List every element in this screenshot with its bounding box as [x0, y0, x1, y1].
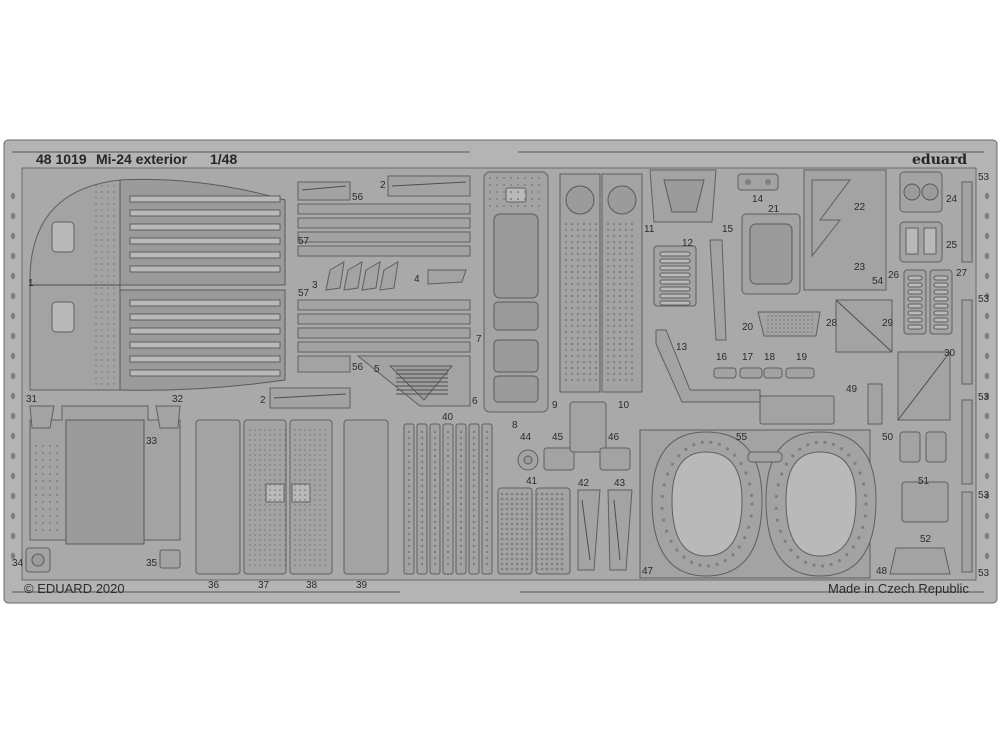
part-7-long-panel	[483, 171, 549, 413]
label-p29: 29	[882, 318, 894, 329]
label-p11: 11	[644, 224, 655, 235]
part-21	[741, 213, 801, 295]
sheet-name: Mi-24 exterior	[96, 151, 188, 167]
label-p39: 39	[356, 580, 368, 591]
label-p30: 30	[944, 348, 956, 359]
parts-36-39	[195, 419, 389, 575]
part-1-tail-panel	[29, 178, 286, 391]
label-p50: 50	[882, 432, 894, 443]
label-p54: 54	[872, 276, 884, 287]
label-p47: 47	[642, 566, 654, 577]
label-p5: 5	[374, 364, 380, 375]
label-p38: 38	[306, 580, 318, 591]
parts-24-27	[899, 171, 953, 335]
label-p12: 12	[682, 238, 694, 249]
label-p56a: 56	[352, 192, 364, 203]
label-p48: 48	[876, 566, 888, 577]
label-p2b: 2	[260, 395, 266, 406]
label-p16: 16	[716, 352, 728, 363]
label-p32: 32	[172, 394, 184, 405]
parts-strips-56-57	[269, 175, 471, 409]
label-p43: 43	[614, 478, 626, 489]
sheet-scale: 1/48	[210, 151, 237, 167]
label-p34: 34	[12, 558, 24, 569]
label-p26: 26	[888, 270, 900, 281]
label-p53d: 53	[978, 490, 990, 501]
parts-22-23	[803, 169, 887, 291]
label-p40: 40	[442, 412, 454, 423]
label-p36: 36	[208, 580, 220, 591]
label-p25: 25	[946, 240, 958, 251]
label-p41: 41	[526, 476, 538, 487]
label-p8: 8	[512, 420, 518, 431]
copyright: © EDUARD 2020	[24, 581, 125, 596]
label-p7: 7	[476, 334, 482, 345]
origin: Made in Czech Republic	[828, 581, 969, 596]
label-p18: 18	[764, 352, 776, 363]
label-p19: 19	[796, 352, 808, 363]
label-p23: 23	[854, 262, 866, 273]
label-p46: 46	[608, 432, 620, 443]
part-5-6-grille	[356, 355, 471, 407]
label-p57a: 57	[298, 236, 310, 247]
parts-48-55	[759, 181, 973, 575]
label-p28: 28	[826, 318, 838, 329]
label-p49: 49	[846, 384, 858, 395]
parts-16-19	[713, 367, 815, 379]
label-p55: 55	[736, 432, 748, 443]
label-p2a: 2	[380, 180, 386, 191]
label-p21: 21	[768, 204, 780, 215]
part-11	[649, 169, 717, 223]
label-p20: 20	[742, 322, 754, 333]
label-p52: 52	[920, 534, 932, 545]
part-20	[757, 311, 821, 337]
parts-42-43	[577, 489, 633, 571]
part-47-rings	[639, 429, 877, 579]
label-p42: 42	[578, 478, 590, 489]
label-p37: 37	[258, 580, 270, 591]
label-p53a: 53	[978, 172, 990, 183]
label-p9: 9	[552, 400, 558, 411]
part-41	[497, 487, 571, 575]
label-p57b: 57	[298, 288, 310, 299]
frame-drip-holes-left	[10, 192, 16, 560]
label-p17: 17	[742, 352, 754, 363]
label-p6: 6	[472, 396, 478, 407]
label-p3: 3	[312, 280, 318, 291]
part-15	[709, 239, 727, 341]
label-p53e: 53	[978, 568, 990, 579]
frame-drip-holes-right	[984, 192, 990, 560]
label-p31: 31	[26, 394, 38, 405]
label-p53b: 53	[978, 294, 990, 305]
label-p24: 24	[946, 194, 958, 205]
label-p1: 1	[28, 278, 34, 289]
label-p22: 22	[854, 202, 866, 213]
parts-31-35-panel	[25, 405, 181, 573]
part-labels: 1 2 2 3 4 5 6 7 8 9 10 11 12 13 14 15 16…	[12, 172, 990, 591]
part-13	[655, 329, 761, 403]
label-p14: 14	[752, 194, 764, 205]
label-p51: 51	[918, 476, 930, 487]
label-p33: 33	[146, 436, 158, 447]
parts-44-46	[517, 401, 631, 471]
label-p13: 13	[676, 342, 688, 353]
part-12	[653, 245, 697, 307]
label-p15: 15	[722, 224, 734, 235]
sheet-code: 48 1019	[36, 151, 87, 167]
parts-28-30	[835, 299, 951, 421]
label-p56b: 56	[352, 362, 364, 373]
label-p53c: 53	[978, 392, 990, 403]
label-p10: 10	[618, 400, 630, 411]
brand-logo: eduard	[912, 152, 967, 168]
label-p35: 35	[146, 558, 158, 569]
label-p45: 45	[552, 432, 564, 443]
label-p44: 44	[520, 432, 532, 443]
part-14	[737, 173, 779, 191]
parts-40	[403, 423, 493, 575]
label-p27: 27	[956, 268, 968, 279]
label-p4: 4	[414, 274, 420, 285]
